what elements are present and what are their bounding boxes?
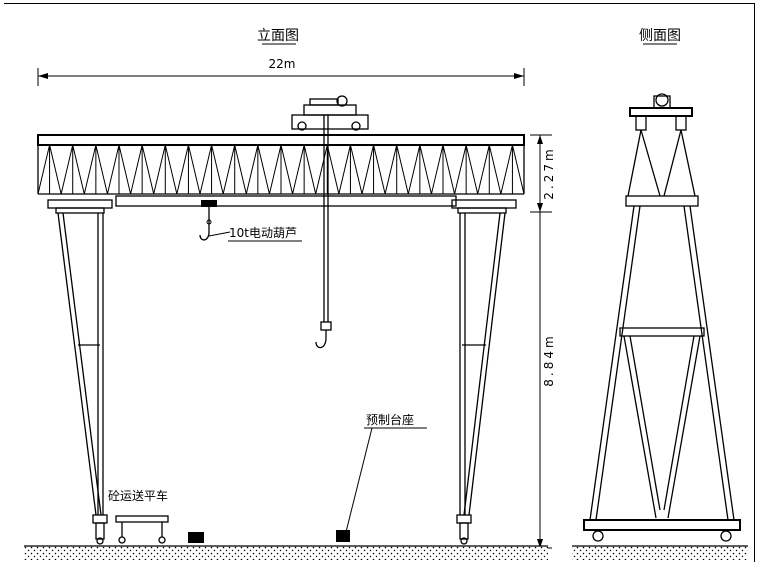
precast-base-block (336, 530, 350, 542)
left-leg (47, 199, 113, 545)
small-base-block (188, 532, 204, 543)
top-trolley (291, 95, 369, 131)
concrete-cart (115, 515, 169, 544)
truss-girder (37, 134, 525, 195)
right-leg (451, 199, 517, 545)
base-leader (345, 427, 373, 533)
side-frame (583, 93, 741, 542)
hoist-rail (115, 195, 457, 207)
side-ground (572, 546, 748, 560)
base-label: 预制台座 (366, 412, 414, 427)
truss-height-label: 2.27m (542, 146, 556, 199)
main-hook (315, 115, 332, 349)
truss-height-dimension (530, 134, 552, 213)
front-view-title: 立面图 (257, 28, 299, 44)
cart-label: 砼运送平车 (108, 488, 168, 503)
drawing-frame (4, 3, 755, 562)
side-view-title: 侧面图 (639, 28, 681, 44)
front-ground (24, 546, 548, 560)
leg-height-label: 8.84m (542, 333, 556, 386)
electric-hoist (199, 200, 302, 242)
hoist-label: 10t电动葫芦 (229, 226, 297, 240)
span-label: 22m (269, 57, 296, 71)
span-dimension (37, 68, 525, 86)
